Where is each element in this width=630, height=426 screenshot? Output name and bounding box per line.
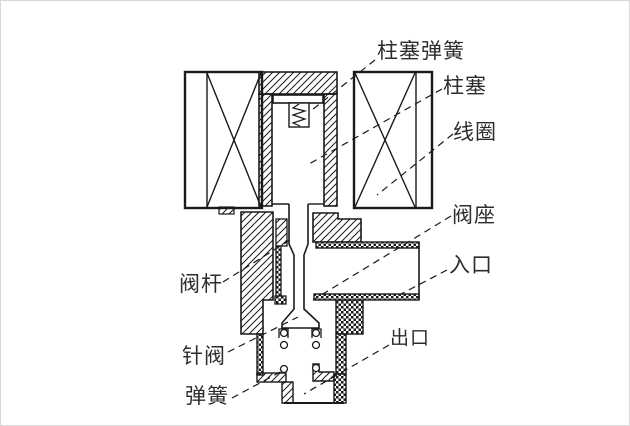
stem-guide (274, 218, 288, 305)
label-coil: 线圈 (453, 120, 497, 144)
lower-chamber (256, 333, 347, 404)
leader-lines (222, 59, 454, 399)
label-spring: 弹簧 (185, 384, 229, 408)
leader-outlet (303, 344, 390, 395)
label-valve-stem: 阀杆 (179, 272, 223, 296)
leader-spring (231, 369, 285, 399)
label-needle-valve: 针阀 (182, 344, 226, 368)
label-plunger-spring: 柱塞弹簧 (377, 39, 465, 63)
leader-valve-stem (222, 237, 294, 283)
label-plunger: 柱塞 (443, 74, 487, 98)
right-coil (352, 70, 434, 210)
label-outlet: 出口 (390, 327, 431, 349)
leader-valve-seat (312, 215, 452, 301)
leader-needle-valve (227, 316, 299, 353)
leader-plunger (308, 88, 443, 165)
label-inlet: 入口 (449, 253, 493, 277)
plunger-spring-box (288, 102, 310, 128)
plunger-top-plate (272, 94, 324, 104)
inlet-pipe (313, 241, 420, 301)
leader-inlet (400, 269, 448, 295)
leader-coil (376, 133, 454, 196)
valve-body-left-block (240, 211, 274, 335)
left-coil (183, 70, 264, 210)
valve-body-right-block (312, 212, 364, 335)
solenoid-tube (218, 71, 338, 215)
valve-stem-needle (281, 204, 320, 329)
plunger-spring-zigzag (291, 103, 308, 127)
return-spring-coils (278, 328, 322, 374)
leader-plunger-spring (311, 59, 376, 111)
label-valve-seat: 阀座 (452, 203, 496, 227)
